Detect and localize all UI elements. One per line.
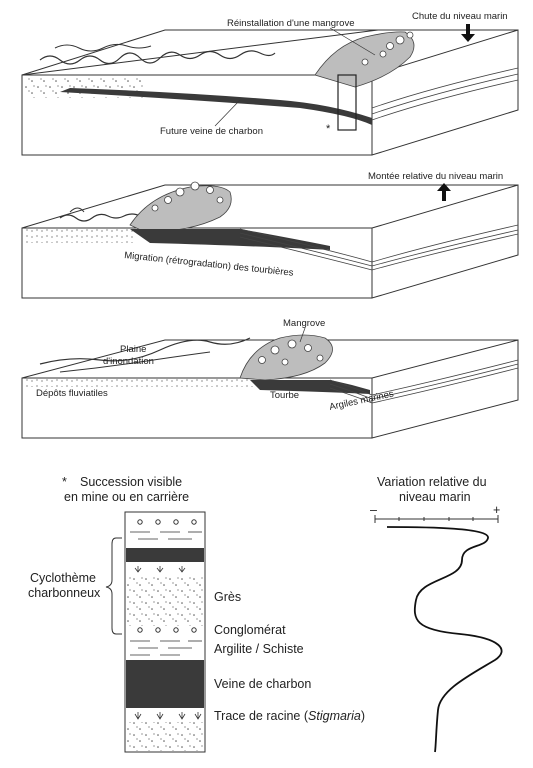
cyclotheme-label-1: Cyclothème bbox=[30, 571, 96, 585]
block-diagram-2 bbox=[21, 181, 519, 299]
sea-curve-minus: – bbox=[370, 503, 377, 517]
asterisk-box bbox=[337, 74, 357, 131]
label-mangrove-reinstall: Réinstallation d'une mangrove bbox=[227, 18, 355, 29]
layer-conglomerate bbox=[137, 627, 197, 633]
asterisk-marker: * bbox=[326, 123, 331, 135]
coal-seam-1 bbox=[60, 88, 372, 125]
block-diagram-3 bbox=[21, 334, 519, 439]
column-title-2: en mine ou en carrière bbox=[64, 490, 189, 504]
sea-curve-title-2: niveau marin bbox=[399, 490, 471, 504]
label-future-coal: Future veine de charbon bbox=[160, 126, 263, 137]
label-racine: Trace de racine (Stigmaria) bbox=[214, 709, 365, 723]
label-plaine-1: Plaine bbox=[120, 344, 146, 355]
label-sea-fall: Chute du niveau marin bbox=[412, 11, 508, 22]
label-sea-rise: Montée relative du niveau marin bbox=[368, 171, 503, 182]
sea-curve-title-1: Variation relative du bbox=[377, 475, 487, 489]
cyclotheme-bracket bbox=[105, 537, 122, 635]
sea-curve-axis bbox=[374, 515, 499, 523]
panel-sea-level-rise: Montée relative du niveau marin Migratio… bbox=[21, 171, 519, 299]
coal-seam-2 bbox=[130, 229, 330, 250]
label-depots: Dépôts fluviatiles bbox=[36, 388, 108, 399]
label-veine: Veine de charbon bbox=[214, 677, 311, 691]
label-gres: Grès bbox=[214, 590, 241, 604]
layer-coal-seam bbox=[126, 660, 204, 708]
label-mangrove: Mangrove bbox=[283, 318, 325, 329]
label-conglomerat: Conglomérat bbox=[214, 623, 286, 637]
column-title-star: * bbox=[62, 475, 67, 489]
layer-shale bbox=[130, 640, 202, 656]
layer-coal-top bbox=[126, 548, 204, 562]
sea-curve-plus: + bbox=[493, 503, 500, 517]
arrow-up-icon bbox=[437, 183, 451, 201]
label-argilite: Argilite / Schiste bbox=[214, 642, 304, 656]
arrow-down-icon bbox=[461, 24, 475, 42]
stratigraphic-column-section: * Succession visible en mine ou en carri… bbox=[28, 475, 365, 753]
panel-sea-level-fall: Réinstallation d'une mangrove Chute du n… bbox=[21, 11, 519, 156]
column-title-1: Succession visible bbox=[80, 475, 182, 489]
root-traces-top bbox=[134, 566, 186, 573]
block-diagram-1 bbox=[21, 24, 519, 156]
layer-conglomerate-top bbox=[137, 519, 197, 525]
layer-sandstone bbox=[126, 576, 204, 626]
layer-root-sand bbox=[126, 722, 204, 751]
root-traces bbox=[134, 712, 202, 720]
sea-level-curve bbox=[386, 526, 503, 753]
cyclotheme-label-2: charbonneux bbox=[28, 586, 101, 600]
label-plaine-2: d'inondation bbox=[103, 356, 154, 367]
panel-mangrove: Mangrove Plaine d'inondation Dépôts fluv… bbox=[21, 318, 519, 439]
stratigraphic-column bbox=[124, 511, 206, 753]
label-tourbe: Tourbe bbox=[270, 390, 299, 401]
layer-shale-top bbox=[130, 531, 202, 540]
sea-level-curve-section: Variation relative du niveau marin – + bbox=[370, 475, 503, 753]
